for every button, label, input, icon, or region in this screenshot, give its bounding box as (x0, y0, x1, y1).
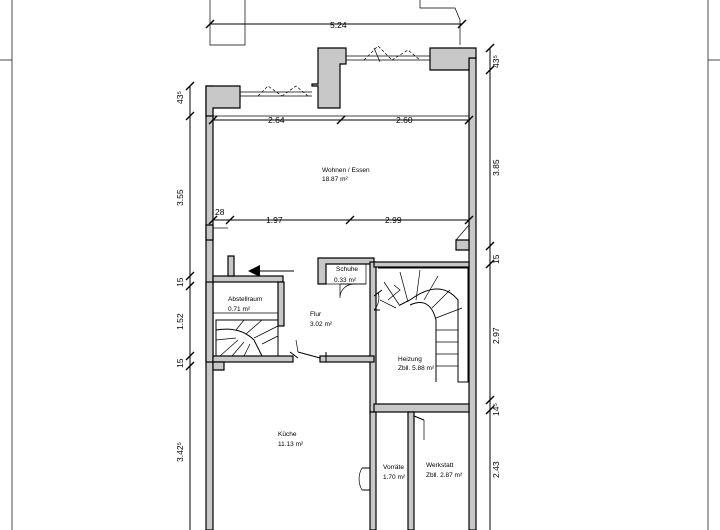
window-swing (281, 85, 309, 97)
direction-arrow-icon (248, 265, 260, 277)
dim-mid-left: 1.97 (266, 215, 283, 225)
wall-abstell-bottom (212, 355, 294, 363)
dim-right-43: 43⁵ (491, 55, 501, 68)
dim-left-15a: 15 (175, 277, 185, 287)
wall-abstell-right (277, 281, 285, 327)
dim-tick (336, 115, 346, 125)
dim-tick (464, 215, 474, 225)
wall-hall-top-left (212, 275, 284, 283)
dim-tick (485, 43, 495, 53)
door-swing (373, 291, 380, 311)
dim-tick (208, 115, 218, 125)
dim-top-left: 2.64 (268, 115, 285, 125)
wall-pillar (311, 47, 347, 109)
room-kueche-area: 11.13 m² (278, 441, 304, 448)
wall-lower-top (373, 403, 470, 413)
door-swing (295, 339, 299, 353)
dim-mid-offset: 28 (215, 207, 225, 217)
dim-tick (205, 19, 215, 29)
wall-line (455, 224, 470, 241)
door-leaf (297, 351, 321, 359)
room-wohnen-area: 18.87 m² (322, 176, 348, 183)
wall-abstell-left (205, 281, 214, 363)
dim-left-152: 1.52 (175, 313, 185, 330)
window-mark (373, 47, 381, 63)
wall-right-step (455, 239, 470, 251)
door-swing (358, 467, 363, 491)
room-kueche-name: Küche (278, 431, 297, 438)
wall-vorraete-right (407, 411, 415, 530)
dim-tick (185, 111, 195, 121)
wall-top-right (429, 47, 477, 71)
dim-tick (185, 81, 195, 91)
dim-tick (208, 215, 218, 225)
window-swing (363, 45, 393, 61)
room-vorraete-name: Vorräte (383, 464, 404, 471)
dim-tick (485, 395, 495, 405)
dim-left-15b: 15 (175, 358, 185, 368)
dim-top-right: 2.60 (396, 115, 413, 125)
room-heizung-area: Zbll. 5.88 m² (398, 365, 435, 372)
dim-tick (485, 405, 495, 415)
room-heizung-name: Heizung (398, 356, 422, 363)
dim-left-342: 3.42⁵ (175, 442, 185, 462)
room-flur-area: 3.02 m² (310, 321, 333, 328)
wall-heizung-left (369, 261, 377, 413)
wall-top-left (205, 85, 241, 117)
room-wohnen-name: Wohnen / Essen (322, 167, 370, 174)
dim-tick (185, 281, 195, 291)
dim-tick (345, 215, 355, 225)
dim-right-243: 2.43 (491, 461, 501, 478)
site-boundary (419, 0, 461, 45)
site-boundary (209, 0, 246, 46)
window-swing (257, 85, 283, 97)
dim-tick (185, 361, 195, 371)
dim-right-385: 3.85 (491, 159, 501, 176)
dim-tick (225, 215, 235, 225)
dim-tick (485, 259, 495, 269)
room-abstell-area: 0.71 m² (228, 306, 251, 313)
door-mark (289, 351, 299, 359)
room-werkstatt-name: Werkstatt (426, 462, 454, 469)
room-werkstatt-area: Zbll. 2.87 m² (426, 472, 463, 479)
dim-right-15: 15 (491, 254, 501, 264)
door-mark (413, 415, 425, 421)
room-vorraete-area: 1.70 m² (383, 474, 406, 481)
wall-vorraete-left (369, 411, 377, 530)
dim-left-43: 43⁵ (175, 91, 185, 104)
dim-left-355: 3.55 (175, 189, 185, 206)
dim-tick (185, 351, 195, 361)
window-swing (391, 49, 421, 61)
dim-right-14: 14⁵ (491, 403, 501, 416)
room-abstell-name: Abstellraum (228, 296, 262, 303)
stair-heizung (378, 267, 469, 383)
room-schuhe-name: Schuhe (336, 266, 358, 273)
schuhe-door-swing (339, 283, 355, 297)
wall-left-step (205, 224, 214, 241)
dim-tick (457, 19, 467, 29)
wall-flur-bottom (319, 355, 375, 363)
wall-stub (212, 361, 225, 371)
room-flur-name: Flur (310, 311, 322, 318)
dim-right-297: 2.97 (491, 327, 501, 344)
dim-tick (485, 65, 495, 75)
dim-tick (185, 271, 195, 281)
dim-tick (485, 241, 495, 251)
dim-tick (464, 115, 474, 125)
stair-abstell (215, 319, 279, 357)
wall-heizung-top (373, 261, 470, 268)
dim-top-total: 5.24 (330, 20, 347, 30)
dim-mid-right: 2.99 (385, 215, 402, 225)
room-schuhe-area: 0.33 m² (334, 277, 357, 284)
wall-outer-right (468, 57, 477, 530)
wall-stub (227, 255, 235, 277)
